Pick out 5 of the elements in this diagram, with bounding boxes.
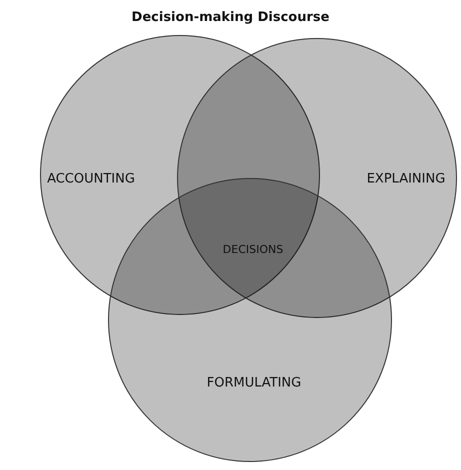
intersection-label: DECISIONS <box>222 242 284 258</box>
circle-label: FORMULATING <box>206 374 302 392</box>
circle-label: ACCOUNTING <box>47 170 135 188</box>
circle-label: EXPLAINING <box>366 170 446 188</box>
diagram-title: Decision-making Discourse <box>130 9 330 27</box>
